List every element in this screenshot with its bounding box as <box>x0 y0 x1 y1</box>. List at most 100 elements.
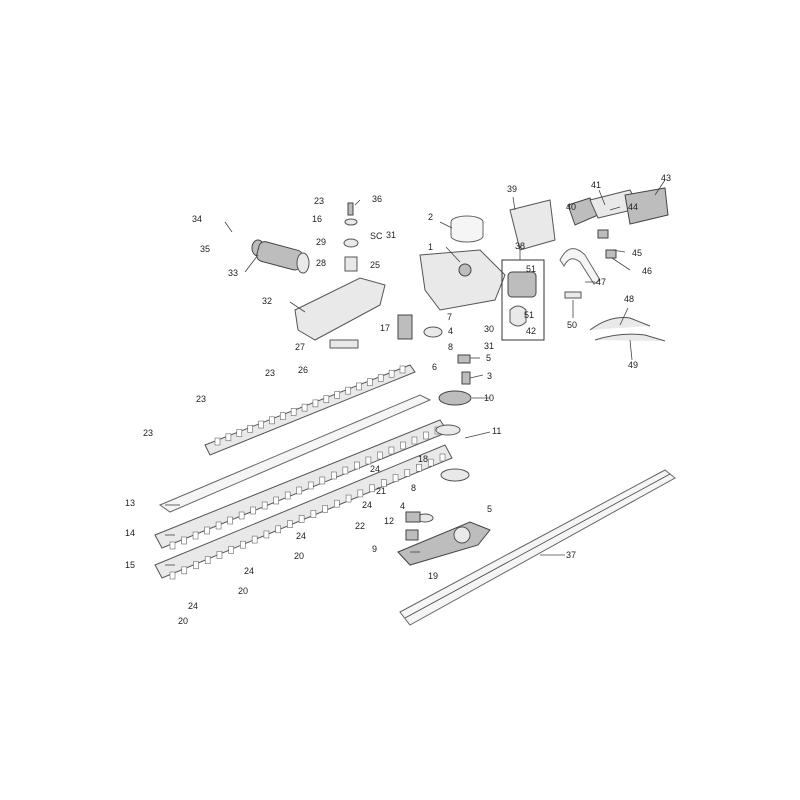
blade-14 <box>154 419 449 549</box>
bottom-plate-9 <box>397 521 491 566</box>
part-17 <box>397 314 413 340</box>
callout-31-b: 31 <box>484 341 494 351</box>
blade-tooth <box>399 365 406 374</box>
blade-bar-13 <box>158 394 432 513</box>
callout-20-c: 20 <box>178 616 188 626</box>
blade-tooth <box>214 437 221 446</box>
gear-11 <box>440 468 470 482</box>
blade-tooth <box>169 571 176 580</box>
blade-tooth <box>310 510 317 518</box>
callout-33: 33 <box>228 268 238 278</box>
callout-48: 48 <box>624 294 634 304</box>
callout-21: 21 <box>376 486 386 496</box>
callout-14: 14 <box>125 528 135 538</box>
blade-tooth <box>273 496 279 505</box>
callout-23-c: 23 <box>196 394 206 404</box>
callout-12: 12 <box>384 516 394 526</box>
blade-tooth <box>263 530 270 539</box>
callout-35: 35 <box>200 244 210 254</box>
blade-tooth <box>354 461 360 470</box>
callout-1: 1 <box>428 242 433 252</box>
blade-tooth <box>345 494 352 503</box>
callout-23-a: 23 <box>314 196 324 206</box>
blade-tooth <box>334 499 340 508</box>
blade-tooth <box>204 556 211 564</box>
blade-tooth <box>181 566 188 575</box>
callout-labels: 1 2 3 4 4 5 5 6 7 8 8 9 10 11 12 13 14 1… <box>125 173 671 626</box>
callout-45: 45 <box>632 248 642 258</box>
callout-8-lower: 8 <box>411 483 416 493</box>
callout-40: 40 <box>566 202 576 212</box>
blade-tooth <box>427 458 434 467</box>
blade-tooth <box>301 403 308 412</box>
bail-47 <box>559 248 601 285</box>
blade-tooth <box>404 469 411 477</box>
blade-26 <box>204 364 416 456</box>
blade-tooth <box>357 489 364 498</box>
blade-guard-edge <box>404 473 671 619</box>
blade-tooth <box>290 408 297 416</box>
cap-2 <box>450 222 484 243</box>
blade-tooth <box>369 484 375 493</box>
blade-tooth <box>216 551 223 559</box>
callout-16: 16 <box>312 214 322 224</box>
part-3 <box>461 371 471 385</box>
callout-36: 36 <box>372 194 382 204</box>
front-handle-33 <box>251 239 310 274</box>
part-4 <box>423 326 443 338</box>
blade-tooth <box>251 535 258 544</box>
blade-tooth <box>215 521 222 530</box>
callout-17: 17 <box>380 323 390 333</box>
callout-19: 19 <box>428 571 438 581</box>
part-45 <box>597 229 609 239</box>
blade-tooth <box>193 561 199 570</box>
blade-tooth <box>439 453 446 462</box>
blade-tooth <box>307 481 314 490</box>
blade-tooth <box>423 431 429 440</box>
callout-4-lower: 4 <box>400 501 405 511</box>
blade-tooth <box>377 451 383 460</box>
callout-5-lower: 5 <box>487 504 492 514</box>
callout-38: 38 <box>515 241 525 251</box>
washer-16 <box>344 218 358 226</box>
blade-tooth <box>334 391 341 399</box>
blade-tooth <box>356 382 362 391</box>
blade-tooth <box>367 378 373 387</box>
blade-tooth <box>298 515 305 523</box>
blade-tooth <box>392 474 399 482</box>
callout-18: 18 <box>418 454 428 464</box>
callout-15: 15 <box>125 560 135 570</box>
callout-44: 44 <box>628 202 638 212</box>
callout-47: 47 <box>596 277 606 287</box>
callout-49: 49 <box>628 360 638 370</box>
callout-37: 37 <box>566 550 576 560</box>
callout-7: 7 <box>447 312 452 322</box>
callout-32: 32 <box>262 296 272 306</box>
switch-block <box>507 271 537 298</box>
callout-31-a: 31 <box>386 230 396 240</box>
housing-bore <box>458 263 472 277</box>
handle-half-43 <box>624 187 669 225</box>
callout-26: 26 <box>298 365 308 375</box>
blade-tooth <box>169 541 176 550</box>
blade-tooth <box>400 441 406 450</box>
blade-tooth <box>381 479 387 487</box>
blade-tooth <box>181 536 187 545</box>
callout-39: 39 <box>507 184 517 194</box>
blade-tooth <box>319 476 326 485</box>
callout-43: 43 <box>661 173 671 183</box>
callout-30: 30 <box>484 324 494 334</box>
washer-gear <box>435 424 461 436</box>
blade-tooth <box>323 395 330 403</box>
callout-5: 5 <box>486 353 491 363</box>
blade-tooth <box>388 369 395 378</box>
part-5 <box>457 354 471 364</box>
callout-8: 8 <box>448 342 453 352</box>
callout-9: 9 <box>372 544 377 554</box>
callout-25: 25 <box>370 260 380 270</box>
blade-tooth <box>275 525 281 534</box>
callout-20-a: 20 <box>294 551 304 561</box>
callout-51-a: 51 <box>526 264 536 274</box>
callout-11: 11 <box>492 426 501 436</box>
blade-tooth <box>388 446 395 455</box>
